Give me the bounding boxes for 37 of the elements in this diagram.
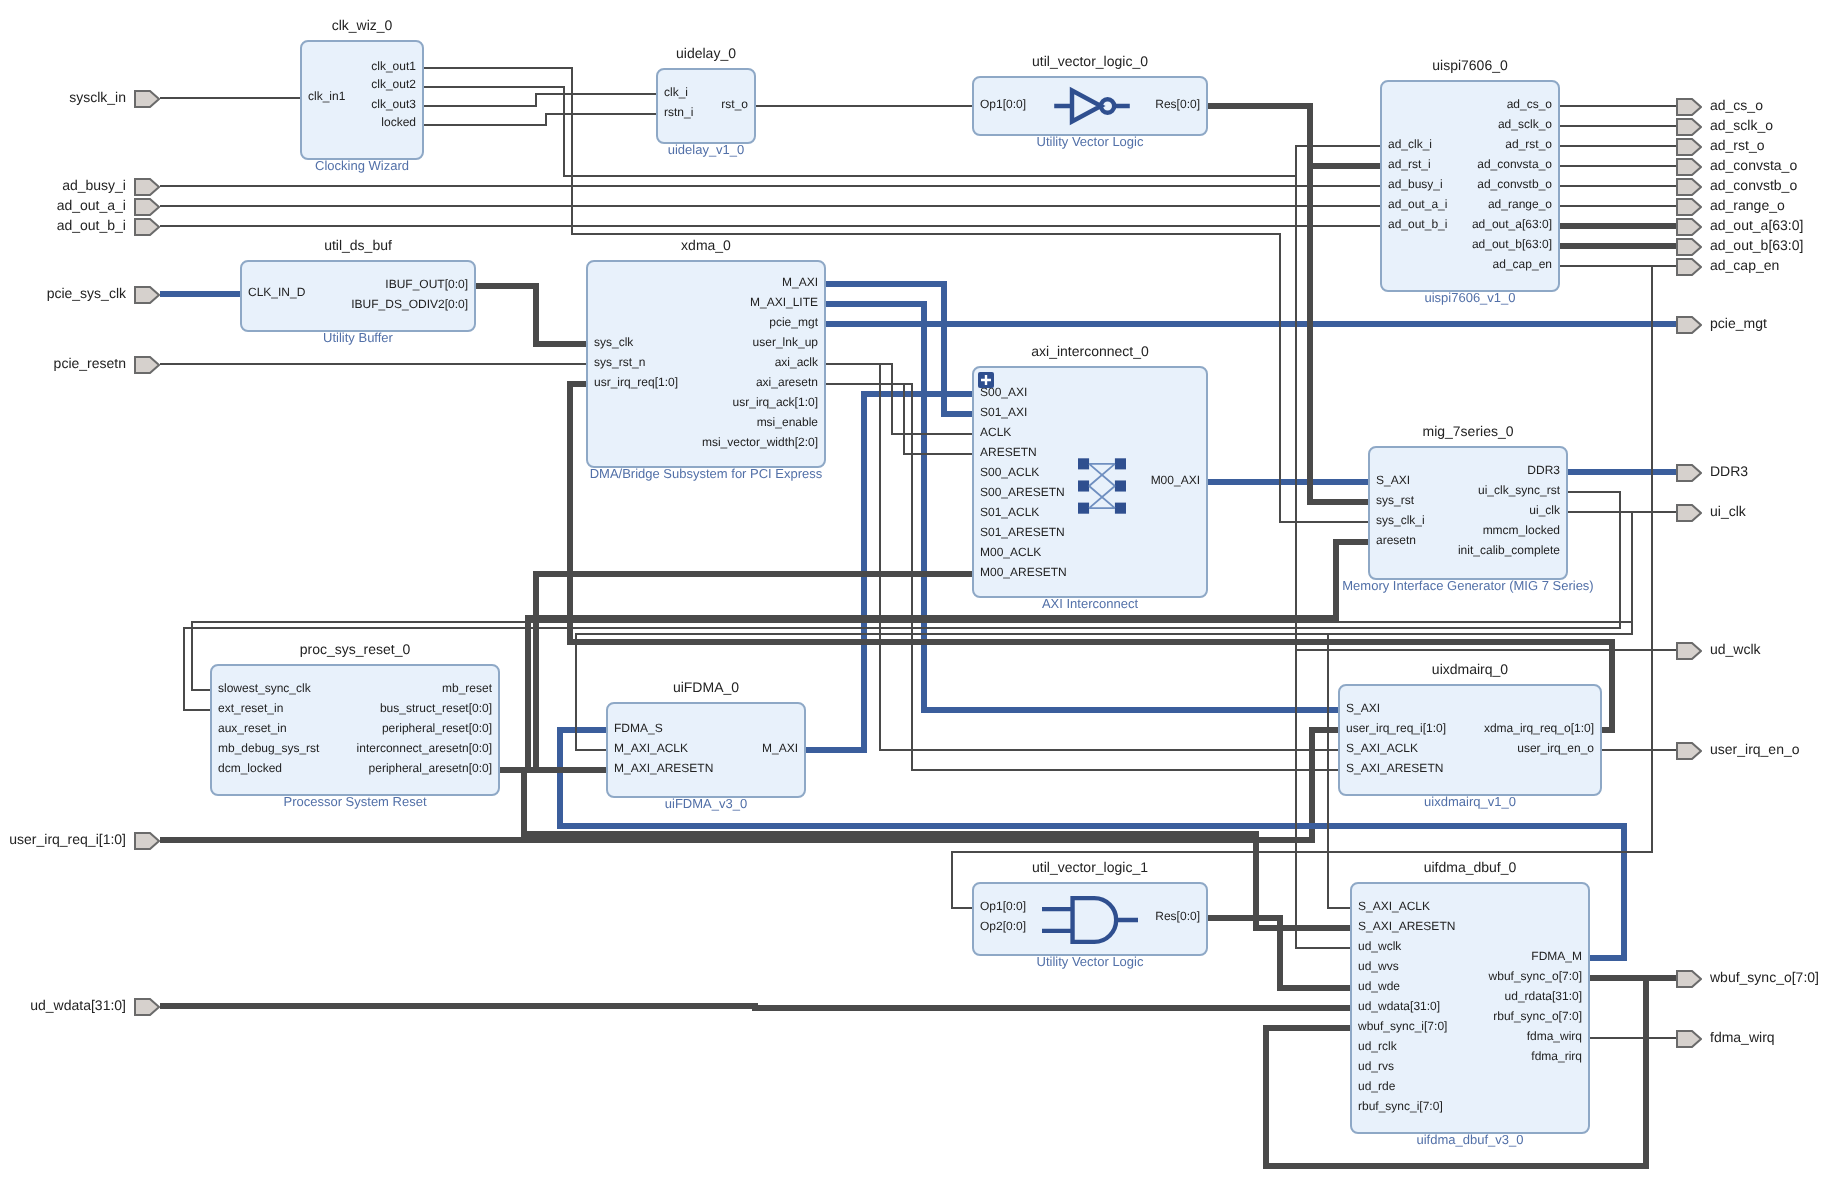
wire [1568, 469, 1676, 475]
wire [159, 185, 1381, 187]
wire [1327, 511, 1633, 909]
wire [567, 381, 1615, 733]
wire [1208, 103, 1368, 505]
wire [1263, 975, 1649, 1169]
wire [1559, 185, 1677, 187]
wire [1560, 243, 1676, 249]
wire [1601, 749, 1677, 751]
wire [159, 205, 1381, 207]
wire [423, 67, 1369, 523]
wire [423, 93, 657, 107]
wire [1559, 205, 1677, 207]
wire [183, 491, 1621, 711]
wire [826, 321, 1676, 327]
wire [1559, 145, 1677, 147]
wire [1208, 915, 1350, 991]
wire [557, 727, 1627, 961]
wire [160, 727, 1338, 843]
wire [159, 225, 1381, 227]
wire [159, 363, 587, 365]
wire [826, 281, 972, 417]
wire [1589, 1037, 1677, 1039]
wire [160, 1003, 1350, 1011]
wire [1208, 479, 1368, 485]
wire [1559, 105, 1677, 107]
wire [1559, 165, 1677, 167]
wire [159, 97, 301, 99]
wire [806, 391, 972, 753]
wire [826, 301, 1338, 713]
wire [1559, 125, 1677, 127]
wire [476, 283, 586, 347]
wire [755, 105, 973, 107]
wire [1560, 223, 1676, 229]
wire [951, 265, 1653, 909]
wire [423, 113, 657, 126]
wire [160, 291, 240, 297]
